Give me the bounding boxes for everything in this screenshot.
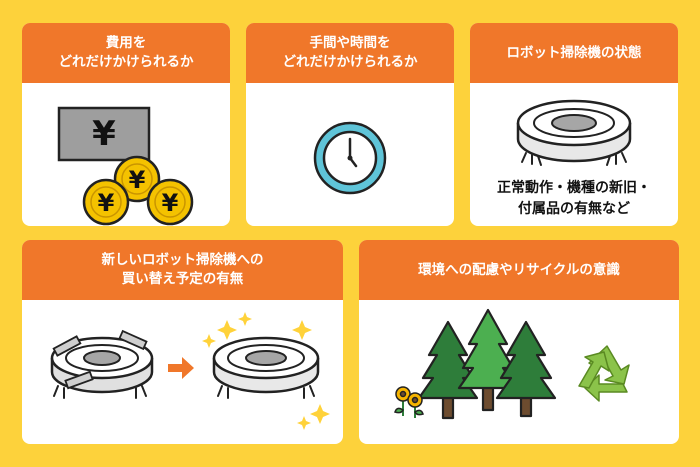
robot-vacuum-icon (516, 99, 632, 166)
card-cost-title: 費用を どれだけかけられるか (22, 23, 230, 83)
card-condition: ロボット掃除機の状態 正常動作・機種の新旧・ 付属品の有無など (470, 23, 678, 226)
old-to-new-vacuum-icon (50, 312, 330, 430)
yen-coin-2: ¥ (82, 178, 130, 226)
card-effort-body (246, 83, 454, 226)
arrow-icon (168, 357, 194, 379)
card-replacement-title: 新しいロボット掃除機への 買い替え予定の有無 (22, 240, 343, 300)
old-vacuum (50, 329, 154, 399)
card-replacement-body (22, 300, 343, 444)
tree-icon-3 (495, 320, 557, 418)
tree-icon-2 (457, 308, 519, 412)
trees-and-recycle-icon (394, 308, 630, 420)
svg-text:¥: ¥ (129, 166, 146, 194)
card-cost: 費用を どれだけかけられるか ¥ ¥ ¥ ¥ (22, 23, 230, 226)
card-environment-title: 環境への配慮やリサイクルの意識 (359, 240, 679, 300)
sparkle-icons (202, 312, 330, 430)
svg-text:¥: ¥ (162, 189, 179, 217)
yen-coin-1: ¥ (113, 155, 161, 203)
flower-icons (394, 386, 424, 418)
yen-note-symbol: ¥ (92, 114, 116, 154)
yen-note-and-coins-icon: ¥ ¥ ¥ ¥ (57, 106, 194, 226)
clock-icon (313, 121, 387, 195)
new-vacuum (212, 336, 320, 399)
yen-coin-3: ¥ (146, 178, 194, 226)
card-condition-body: 正常動作・機種の新旧・ 付属品の有無など (470, 83, 678, 226)
recycle-icon (578, 345, 630, 402)
card-cost-body: ¥ ¥ ¥ ¥ (22, 83, 230, 226)
card-environment: 環境への配慮やリサイクルの意識 (359, 240, 679, 444)
card-environment-body (359, 300, 679, 444)
card-effort-title: 手間や時間を どれだけかけられるか (246, 23, 454, 83)
svg-text:¥: ¥ (98, 189, 115, 217)
card-replacement: 新しいロボット掃除機への 買い替え予定の有無 (22, 240, 343, 444)
tree-icon-1 (417, 320, 479, 420)
card-condition-caption: 正常動作・機種の新旧・ 付属品の有無など (497, 180, 651, 217)
card-effort: 手間や時間を どれだけかけられるか (246, 23, 454, 226)
card-condition-title: ロボット掃除機の状態 (470, 23, 678, 83)
